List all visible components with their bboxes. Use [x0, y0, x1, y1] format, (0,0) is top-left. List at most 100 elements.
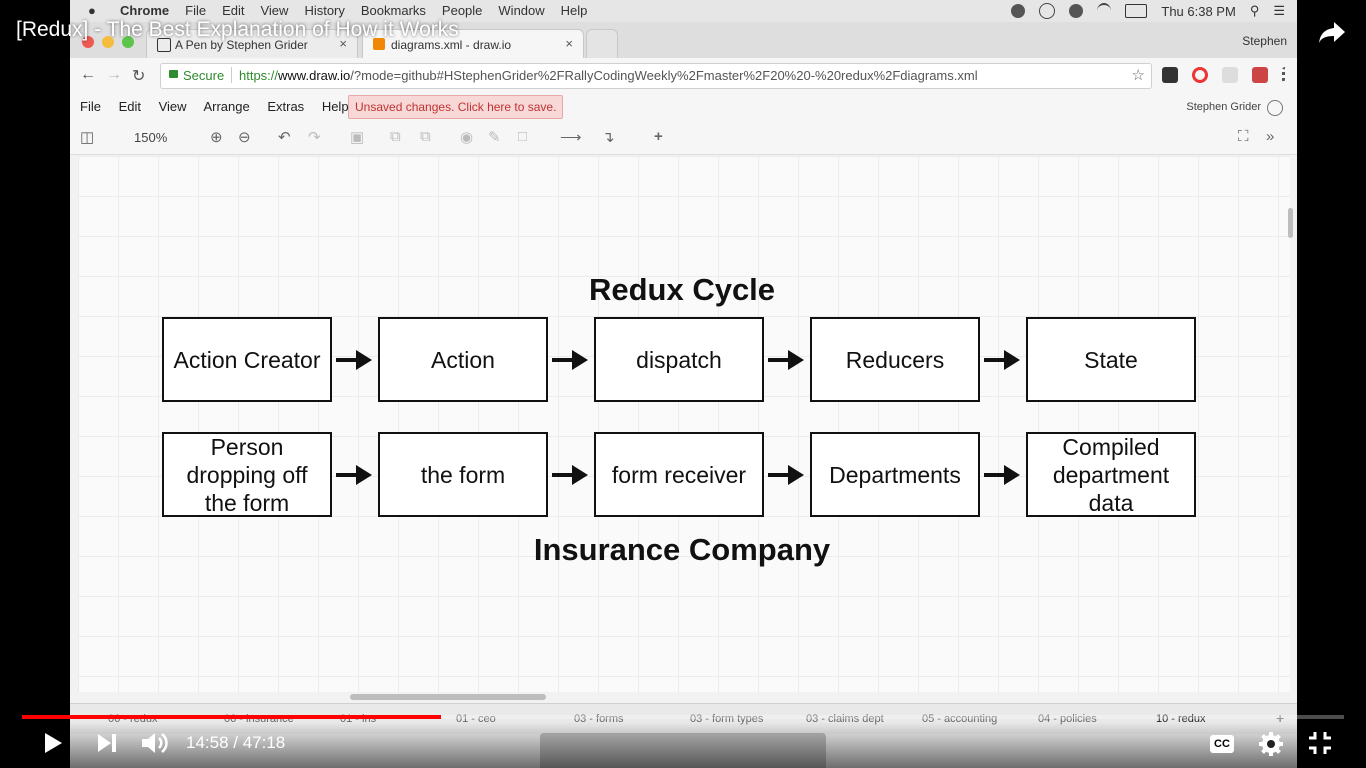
css-extension-icon[interactable]	[1222, 67, 1238, 83]
battery-icon[interactable]	[1125, 4, 1148, 18]
to-front-icon[interactable]: ⧉	[390, 128, 401, 145]
drawio-menu-help[interactable]: Help	[321, 99, 349, 114]
arrow-right-icon[interactable]	[552, 465, 588, 485]
play-icon[interactable]	[40, 730, 66, 756]
settings-gear-icon[interactable]	[1258, 731, 1284, 757]
arrow-right-icon[interactable]	[768, 350, 804, 370]
extensions-area	[1162, 67, 1289, 83]
mac-menu-file[interactable]: File	[185, 3, 207, 18]
apple-icon[interactable]: ●	[88, 3, 96, 18]
new-tab-button[interactable]	[586, 29, 618, 59]
url-path: /?mode=github#HStephenGrider%2FRallyCodi…	[350, 68, 978, 83]
vertical-scrollbar[interactable]	[1288, 208, 1293, 238]
mac-menu-help[interactable]: Help	[560, 3, 588, 18]
box-departments[interactable]: Departments	[810, 432, 980, 517]
status-gear-icon[interactable]	[1069, 4, 1084, 18]
add-page-icon[interactable]: +	[1276, 710, 1285, 726]
close-icon[interactable]: ×	[339, 36, 347, 51]
arrow-right-icon[interactable]	[552, 350, 588, 370]
box-form-receiver[interactable]: form receiver	[594, 432, 764, 517]
mac-menu-bookmarks[interactable]: Bookmarks	[360, 3, 426, 18]
arrow-right-icon[interactable]	[984, 350, 1020, 370]
url-input[interactable]: Secure https://www.draw.io/?mode=github#…	[160, 63, 1152, 89]
arrow-right-icon[interactable]	[984, 465, 1020, 485]
format-panel-icon[interactable]: ◫	[80, 129, 95, 146]
back-arrow-icon[interactable]: ←	[80, 66, 96, 83]
box-reducers[interactable]: Reducers	[810, 317, 980, 402]
extension-icon[interactable]	[1162, 67, 1178, 83]
volume-icon[interactable]	[140, 730, 170, 756]
captions-button[interactable]: CC	[1210, 735, 1234, 753]
forward-arrow-icon[interactable]: →	[106, 66, 122, 83]
mac-menu-people[interactable]: People	[441, 3, 483, 18]
window-zoom-icon[interactable]	[122, 36, 134, 48]
waypoints-icon[interactable]: ↴	[602, 129, 615, 146]
drawio-menu-extras[interactable]: Extras	[267, 99, 305, 114]
chrome-menu-icon[interactable]	[1282, 67, 1289, 83]
bookmark-star-icon[interactable]: ☆	[1131, 67, 1145, 84]
opera-extension-icon[interactable]	[1192, 67, 1208, 83]
arrow-right-icon[interactable]	[336, 465, 372, 485]
undo-icon[interactable]: ↶	[278, 129, 291, 146]
mac-menu-window[interactable]: Window	[498, 3, 545, 18]
exit-fullscreen-icon[interactable]	[1308, 731, 1332, 755]
mac-menu-edit[interactable]: Edit	[222, 3, 245, 18]
time-total: 47:18	[242, 733, 286, 752]
wifi-icon[interactable]	[1097, 3, 1112, 19]
tab-drawio[interactable]: diagrams.xml - draw.io ×	[362, 29, 584, 59]
share-icon[interactable]	[1318, 20, 1346, 44]
reload-icon[interactable]: ↻	[132, 68, 146, 85]
collapse-icon[interactable]: »	[1266, 128, 1275, 145]
box-dispatch[interactable]: dispatch	[594, 317, 764, 402]
mac-menu-view[interactable]: View	[260, 3, 289, 18]
horizontal-scrollbar[interactable]	[350, 694, 546, 700]
connection-icon[interactable]: ⟶	[560, 129, 582, 146]
line-color-icon[interactable]: ✎	[488, 129, 501, 146]
spotlight-search-icon[interactable]: ⚲	[1249, 3, 1260, 18]
arrow-right-icon[interactable]	[336, 350, 372, 370]
window-close-icon[interactable]	[82, 36, 94, 48]
box-action-creator[interactable]: Action Creator	[162, 317, 332, 402]
extension-icon[interactable]	[1252, 67, 1268, 83]
drawio-menu-file[interactable]: File	[80, 99, 101, 114]
diagram-subtitle[interactable]: Insurance Company	[533, 532, 831, 567]
fill-color-icon[interactable]: ◉	[460, 129, 474, 146]
progress-bar[interactable]	[22, 715, 1344, 719]
box-action[interactable]: Action	[378, 317, 548, 402]
redo-icon[interactable]: ↷	[308, 129, 321, 146]
status-glasses-icon[interactable]	[1039, 3, 1056, 19]
zoom-out-icon[interactable]: ⊖	[238, 129, 251, 146]
drawio-menu-edit[interactable]: Edit	[118, 99, 141, 114]
mac-menu-history[interactable]: History	[304, 3, 345, 18]
box-compiled-data[interactable]: Compiled department data	[1026, 432, 1196, 517]
box-state[interactable]: State	[1026, 317, 1196, 402]
delete-icon[interactable]: ▣	[350, 129, 365, 146]
profile-name[interactable]: Stephen	[1242, 34, 1287, 48]
globe-icon[interactable]	[1267, 100, 1283, 116]
box-person-dropping-form[interactable]: Person dropping off the form	[162, 432, 332, 517]
next-icon[interactable]	[96, 732, 120, 754]
url-host: www.draw.io	[278, 68, 351, 83]
mac-menu-app[interactable]: Chrome	[120, 3, 170, 18]
shadow-icon[interactable]: □	[518, 128, 528, 145]
status-app-icon[interactable]	[1011, 4, 1026, 18]
arrow-right-icon[interactable]	[768, 465, 804, 485]
zoom-in-icon[interactable]: ⊕	[210, 129, 223, 146]
zoom-select[interactable]: 150%	[134, 130, 168, 145]
notification-list-icon[interactable]: ☰	[1273, 3, 1285, 18]
box-the-form[interactable]: the form	[378, 432, 548, 517]
drawio-user[interactable]: Stephen Grider	[1186, 101, 1261, 113]
diagram-canvas[interactable]: Redux Cycle Action Creator Action dispat…	[78, 156, 1290, 692]
tab-codepen[interactable]: A Pen by Stephen Grider ×	[146, 29, 358, 59]
close-icon[interactable]: ×	[565, 36, 573, 51]
video-title[interactable]: [Redux] - The Best Explanation of How it…	[16, 18, 459, 41]
diagram-title[interactable]: Redux Cycle	[588, 272, 776, 307]
menu-clock[interactable]: Thu 6:38 PM	[1161, 3, 1236, 19]
drawio-menu-view[interactable]: View	[158, 99, 187, 114]
insert-plus-icon[interactable]: +	[654, 128, 663, 145]
drawio-menu-arrange[interactable]: Arrange	[203, 99, 250, 114]
fullscreen-icon[interactable]: ⛶	[1238, 128, 1249, 145]
window-minimize-icon[interactable]	[102, 36, 114, 48]
unsaved-changes-button[interactable]: Unsaved changes. Click here to save.	[348, 95, 564, 119]
to-back-icon[interactable]: ⧉	[420, 128, 431, 145]
